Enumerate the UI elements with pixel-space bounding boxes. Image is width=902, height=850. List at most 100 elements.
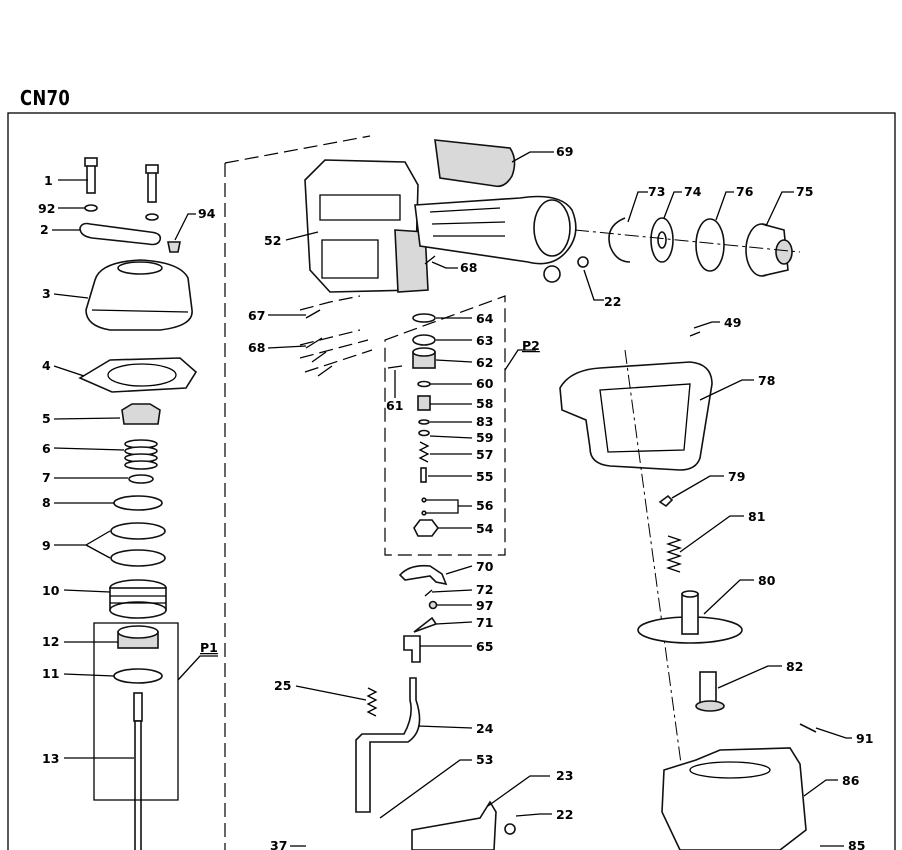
part-8-oring: [113, 495, 163, 511]
part-83: [418, 419, 430, 425]
part-22-washer: [577, 256, 589, 268]
part-61: [387, 365, 403, 369]
part-64: [412, 313, 436, 323]
label-68a: 68: [460, 260, 477, 275]
part-72: [424, 589, 433, 597]
label-23: 23: [556, 768, 573, 783]
label-52: 52: [264, 233, 281, 248]
label-58: 58: [476, 396, 493, 411]
label-92: 92: [38, 201, 55, 216]
right-leader-lines: [671, 321, 852, 847]
label-59: 59: [476, 430, 493, 445]
label-6: 6: [42, 441, 51, 456]
part-80-plate: [637, 590, 743, 644]
label-61: 61: [386, 398, 403, 413]
handle-body: [414, 195, 577, 283]
label-22b: 22: [556, 807, 573, 822]
part-70-trigger: [398, 564, 448, 586]
label-22a: 22: [604, 294, 621, 309]
part-12-piston: [117, 625, 159, 649]
label-55: 55: [476, 469, 493, 484]
part-97: [428, 600, 438, 610]
part-69-grip: [434, 139, 516, 188]
part-54: [413, 519, 439, 537]
label-65: 65: [476, 639, 493, 654]
part-3-cylinder-cap: [85, 259, 193, 331]
label-p2: P2: [522, 338, 540, 353]
part-56-b: [421, 510, 427, 516]
label-1: 1: [44, 173, 53, 188]
label-9: 9: [42, 538, 51, 553]
label-60: 60: [476, 376, 494, 391]
label-53: 53: [476, 752, 493, 767]
label-74: 74: [684, 184, 702, 199]
part-73-clip: [608, 217, 631, 263]
label-12: 12: [42, 634, 59, 649]
part-81-spring: [665, 535, 683, 573]
part-58: [417, 395, 431, 411]
label-57: 57: [476, 447, 493, 462]
part-63: [412, 334, 436, 346]
label-79: 79: [728, 469, 745, 484]
center-leader-lines: [267, 151, 794, 847]
part-86-base: [661, 747, 807, 850]
label-3: 3: [42, 286, 51, 301]
part-4-gasket: [78, 357, 198, 393]
part-62: [412, 347, 436, 369]
label-13: 13: [42, 751, 59, 766]
label-78: 78: [758, 373, 775, 388]
part-55: [420, 467, 427, 483]
label-54: 54: [476, 521, 494, 536]
part-78-cover: [559, 361, 713, 471]
left-leader-lines: [52, 179, 196, 759]
label-83: 83: [476, 414, 493, 429]
label-37: 37: [270, 838, 287, 850]
label-82: 82: [786, 659, 803, 674]
label-24: 24: [476, 721, 494, 736]
part-2-bar: [79, 222, 162, 246]
label-72: 72: [476, 582, 493, 597]
part-57-spring: [418, 441, 430, 463]
part-65: [403, 635, 421, 663]
part-25-spring: [366, 687, 378, 717]
part-52-housing: [304, 159, 429, 293]
label-80: 80: [758, 573, 776, 588]
label-71: 71: [476, 615, 493, 630]
label-81: 81: [748, 509, 765, 524]
label-85: 85: [848, 838, 865, 850]
part-1-screws: [84, 157, 159, 203]
part-24-arm: [355, 677, 421, 813]
part-74-disc: [650, 217, 674, 263]
label-94: 94: [198, 206, 216, 221]
part-56-a: [421, 497, 427, 503]
part-75-endcap: [745, 223, 793, 277]
group-p2-box: [384, 295, 506, 556]
label-25: 25: [274, 678, 291, 693]
part-79: [658, 494, 674, 508]
label-2: 2: [40, 222, 49, 237]
part-92-washer: [84, 204, 98, 212]
part-6-spring: [124, 439, 158, 470]
part-5-valve: [121, 403, 161, 425]
label-69: 69: [556, 144, 573, 159]
part-59: [418, 429, 430, 437]
part-49: [689, 331, 701, 337]
label-64: 64: [476, 311, 494, 326]
part-labels: 1 92 2 94 3 4 5 6 7 8 9 10 12 11 13 P1 6…: [38, 144, 873, 850]
label-73: 73: [648, 184, 665, 199]
label-67: 67: [248, 308, 265, 323]
part-9-oring-b: [110, 549, 166, 567]
part-7-oring: [128, 474, 154, 484]
part-60: [417, 380, 431, 388]
label-76: 76: [736, 184, 754, 199]
label-8: 8: [42, 495, 51, 510]
label-70: 70: [476, 559, 494, 574]
right-centerline: [624, 349, 691, 831]
label-68b: 68: [248, 340, 265, 355]
label-7: 7: [42, 470, 51, 485]
label-10: 10: [42, 583, 60, 598]
label-75: 75: [796, 184, 813, 199]
diagram-frame: [7, 112, 896, 850]
label-49: 49: [724, 315, 741, 330]
